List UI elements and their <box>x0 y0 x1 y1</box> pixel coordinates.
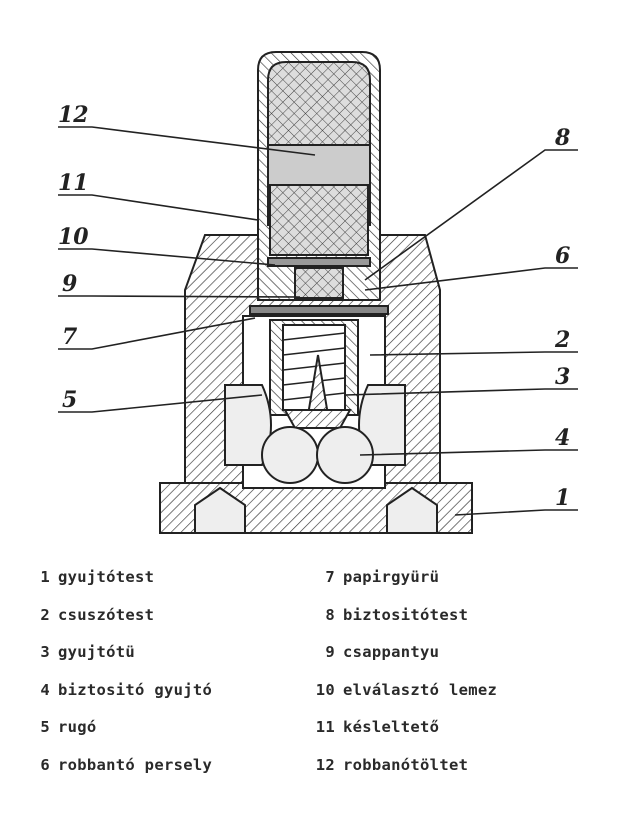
callout-labels: 12 11 10 9 7 5 8 6 2 3 4 1 <box>58 102 570 511</box>
safety-igniter-ball <box>261 426 319 484</box>
side-block-left <box>224 384 272 466</box>
delay-element-fill <box>269 184 369 256</box>
callout-10: 10 <box>58 224 89 250</box>
callout-11: 11 <box>58 170 89 196</box>
callout-12: 12 <box>58 102 89 128</box>
callout-6: 6 <box>555 243 570 269</box>
callout-1: 1 <box>555 485 570 511</box>
callout-8: 8 <box>554 125 570 151</box>
explosive-charge <box>267 61 371 146</box>
callout-7: 7 <box>62 324 78 350</box>
separator-plate <box>267 257 371 267</box>
callout-9: 9 <box>62 271 77 297</box>
leader-lines <box>58 126 578 516</box>
base-foot-left <box>194 486 246 534</box>
callout-2: 2 <box>554 327 570 353</box>
pin-base <box>283 409 352 429</box>
callout-4: 4 <box>555 425 570 451</box>
spring <box>282 332 346 401</box>
callout-3: 3 <box>555 364 570 390</box>
callout-5: 5 <box>62 387 77 413</box>
primer-cap <box>294 267 344 299</box>
paper-ring <box>249 305 389 315</box>
base-foot-right <box>386 486 438 534</box>
